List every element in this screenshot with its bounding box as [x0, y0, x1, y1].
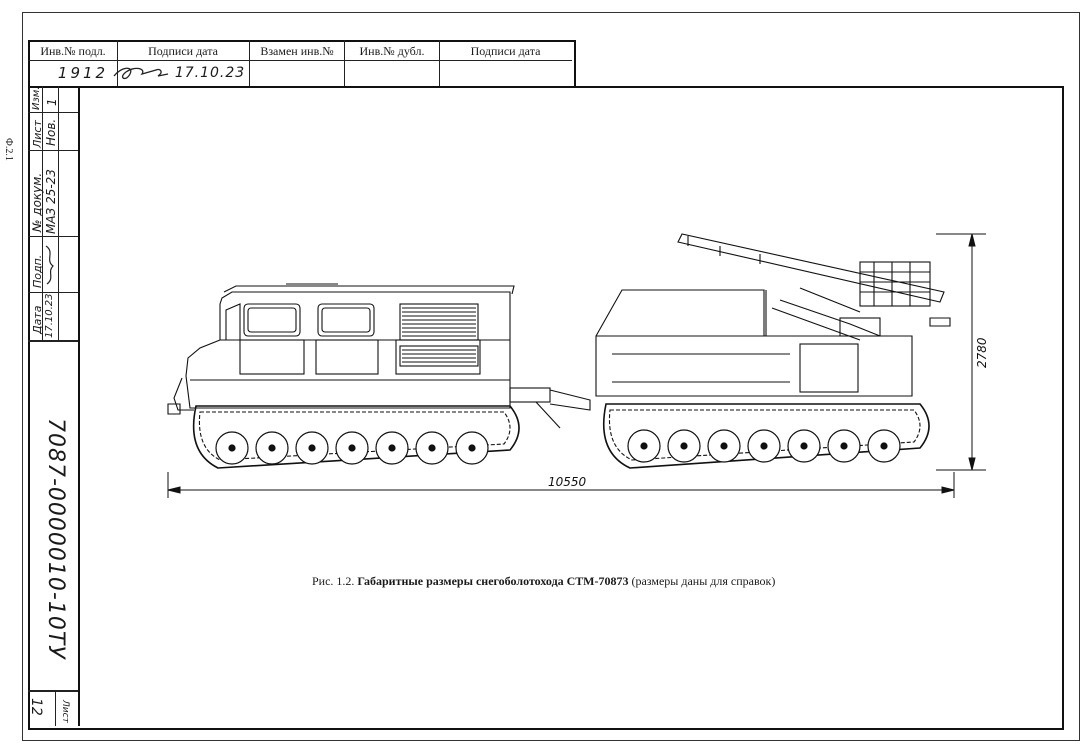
crane-boom	[677, 233, 951, 341]
header-inv-podl: Инв.№ подл.	[40, 44, 106, 58]
wheel-hub	[640, 442, 648, 450]
nom-dokum-label: № докум.	[30, 172, 44, 232]
document-code: 7087-0000010-10ТУ	[43, 418, 68, 660]
header-vzamen: Взамен инв.№	[260, 44, 334, 58]
wheel-hub	[680, 442, 688, 450]
front-cab-body	[185, 291, 511, 409]
front-window-1	[243, 303, 301, 337]
sheet-label: Лист	[60, 700, 70, 723]
izm-value: 1	[45, 98, 59, 106]
sheet-number: 12	[28, 698, 44, 716]
caption-title: Габаритные размеры снегоболотохода СТМ-7…	[357, 574, 629, 588]
wheel-hub	[268, 444, 276, 452]
caption-prefix: Рис. 1.2.	[312, 574, 355, 588]
dim-height-label: 2780	[975, 337, 989, 368]
header-podpis-data-2: Подписи дата	[470, 44, 541, 58]
wheel-hub	[468, 444, 476, 452]
revision-signature-mark	[45, 245, 54, 285]
header-podpis-data-1: Подписи дата	[148, 44, 218, 58]
data-label: Дата	[31, 305, 44, 334]
wheel-hub	[760, 442, 768, 450]
wheel-hub	[840, 442, 848, 450]
signature-mark	[113, 67, 169, 80]
izm-label: Изм.	[31, 86, 42, 110]
data-value: 17.10.23	[44, 293, 55, 338]
caption-suffix: (размеры даны для справок)	[631, 574, 776, 588]
header-date-value: 17.10.23	[174, 65, 246, 81]
wheel-hub	[228, 444, 236, 452]
height-dimension	[936, 233, 986, 471]
wheel-hub	[720, 442, 728, 450]
header-inv-dubl: Инв.№ дубл.	[359, 44, 425, 58]
rear-body	[595, 289, 913, 397]
rear-wheels	[627, 429, 901, 463]
vehicle-drawing: 10550 2780	[167, 233, 989, 498]
wheel-hub	[348, 444, 356, 452]
inv-podl-value: 1912	[57, 64, 109, 82]
dim-length-label: 10550	[548, 475, 587, 489]
nom-dokum-value: МАЗ 25-23	[44, 169, 58, 234]
front-cab-roof	[223, 285, 515, 295]
outer-border	[22, 12, 1080, 741]
figure-caption: Рис. 1.2. Габаритные размеры снегоболото…	[312, 574, 775, 589]
form-code: Ф.2.1	[3, 138, 14, 161]
drawing-frame	[28, 86, 1064, 730]
wheel-hub	[388, 444, 396, 452]
wheel-hub	[800, 442, 808, 450]
rear-panel	[799, 343, 859, 393]
hitch	[509, 387, 591, 429]
front-wheels	[215, 431, 489, 465]
front-window-2	[317, 303, 375, 337]
list-label: Лист	[31, 120, 44, 148]
front-grille	[399, 303, 479, 367]
wheel-hub	[428, 444, 436, 452]
wheel-hub	[880, 442, 888, 450]
list-value: Нов.	[44, 118, 58, 146]
wheel-hub	[308, 444, 316, 452]
length-dimension	[167, 472, 955, 498]
